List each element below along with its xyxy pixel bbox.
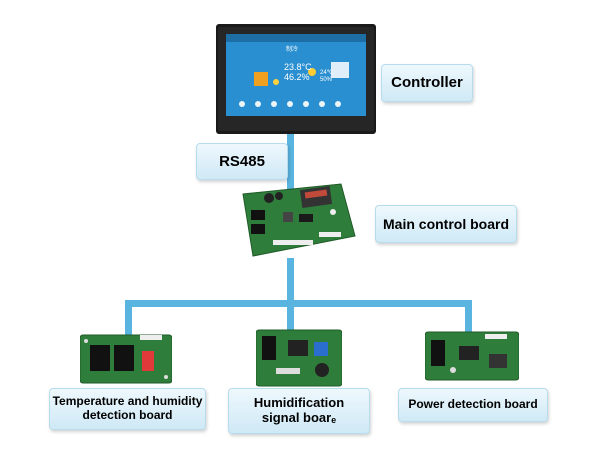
main-board-label: Main control board <box>375 205 517 243</box>
temp-board-label: Temperature and humidity detection board <box>49 388 206 430</box>
power-board-label: Power detection board <box>398 388 548 422</box>
rs485-label: RS485 <box>196 143 288 180</box>
wire-right-drop <box>465 300 472 338</box>
temp-board-label-line1: Temperature and humidity <box>52 394 203 409</box>
screen-temp: 23.8°C <box>284 62 312 72</box>
controller-device: 制冷 23.8°C 46.2% 24℃ 50% <box>216 24 376 134</box>
humidification-pcb-icon <box>255 329 343 387</box>
controller-label: Controller <box>381 64 473 102</box>
power-detection-board <box>424 330 520 382</box>
humid-board-label-line1: Humidification <box>253 395 345 411</box>
main-board-label-text: Main control board <box>383 215 509 232</box>
wire-horizontal-bus <box>125 300 472 307</box>
main-board-pcb-icon <box>242 183 356 257</box>
wire-center-drop <box>287 300 294 338</box>
rs485-label-text: RS485 <box>219 152 265 170</box>
screen-temp-set: 24℃ <box>320 70 334 76</box>
humid-board-label: Humidification signal boarₑ <box>228 388 370 434</box>
wire-main-bus <box>287 258 294 306</box>
screen-title: 制冷 <box>286 47 299 53</box>
humidification-board <box>255 328 343 388</box>
screen-hum-set: 50% <box>320 77 333 83</box>
temp-board-label-line2: detection board <box>82 408 173 422</box>
wire-left-drop <box>125 300 132 338</box>
humid-board-label-line2: signal boarₑ <box>261 410 337 425</box>
controller-touchscreen-icon <box>216 24 376 134</box>
temp-humidity-board <box>79 333 173 385</box>
main-control-board <box>233 180 358 260</box>
power-detection-pcb-icon <box>424 331 520 381</box>
controller-label-text: Controller <box>391 74 463 92</box>
screen-hum: 46.2% <box>284 72 310 82</box>
power-board-label-text: Power detection board <box>408 397 538 412</box>
wire-controller-main <box>287 133 294 205</box>
temp-humidity-pcb-icon <box>79 334 173 384</box>
